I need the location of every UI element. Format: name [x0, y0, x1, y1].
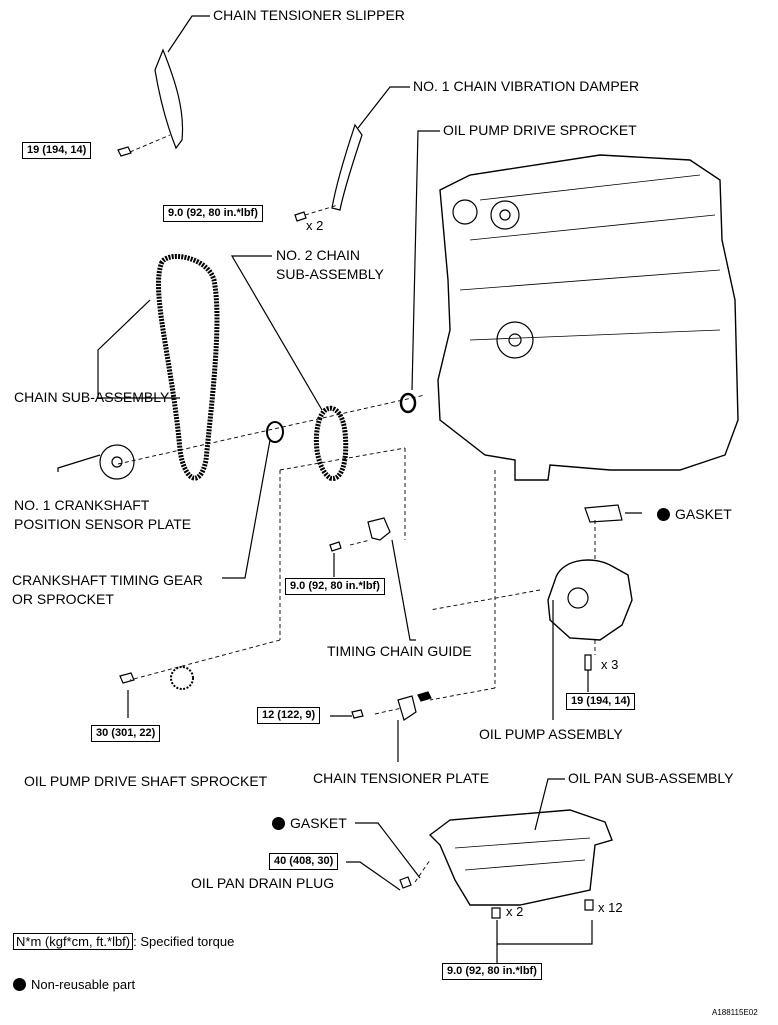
- non-reusable-dot-icon: [13, 978, 26, 991]
- label-no1-chain-vibration-damper: NO. 1 CHAIN VIBRATION DAMPER: [413, 78, 640, 94]
- oil-pump-drive-sprocket-shape: [399, 392, 417, 414]
- torque-slipper: 19 (194, 14): [22, 142, 92, 159]
- label-gasket-bottom: GASKET: [272, 815, 347, 832]
- label-chain-tensioner-slipper: CHAIN TENSIONER SLIPPER: [213, 7, 405, 23]
- label-crank-sensor-line2: POSITION SENSOR PLATE: [14, 516, 192, 532]
- gasket-top-shape: [584, 504, 623, 523]
- legend-non-reusable-text: Non-reusable part: [31, 977, 136, 992]
- slipper-shape: [154, 48, 184, 150]
- reference-code: A188115E02: [712, 1008, 758, 1017]
- leader-damper: [357, 86, 410, 129]
- leader-guide: [391, 539, 416, 641]
- multiplier-damper: x 2: [306, 218, 324, 233]
- leader-oil-pump-drive-sprocket: [411, 130, 440, 391]
- leader-crank-gear: [222, 439, 271, 579]
- label-gasket-top: GASKET: [657, 506, 732, 523]
- oil-pan-shape: [428, 809, 613, 906]
- torque-tensioner-plate: 12 (122, 9): [257, 707, 321, 724]
- oil-pump-assembly-shape: [547, 559, 633, 641]
- chain-sub-assembly-shape: [155, 253, 220, 481]
- multiplier-oil-pump: x 3: [601, 657, 619, 672]
- gasket-bottom-text: GASKET: [290, 815, 347, 831]
- torque-guide: 9.0 (92, 80 in.*lbf): [285, 578, 385, 595]
- label-chain-tensioner-plate: CHAIN TENSIONER PLATE: [313, 770, 490, 786]
- tensioner-plate-shape: [397, 695, 417, 721]
- leader-oilpan-bolts: [496, 920, 593, 945]
- label-no2-chain-line2: SUB-ASSEMBLY: [276, 266, 384, 282]
- label-crank-gear-line1: CRANKSHAFT TIMING GEAR: [12, 572, 203, 588]
- legend-non-reusable: Non-reusable part: [13, 976, 135, 993]
- legend-torque-desc: : Specified torque: [133, 934, 235, 949]
- label-oil-pan-drain-plug: OIL PAN DRAIN PLUG: [191, 875, 335, 891]
- torque-oil-pan: 9.0 (92, 80 in.*lbf): [442, 963, 542, 980]
- legend-torque: N*m (kgf*cm, ft.*lbf): Specified torque: [13, 933, 234, 950]
- leader-slipper: [167, 15, 210, 53]
- leader-oil-pan: [534, 778, 565, 831]
- torque-oil-pump: 19 (194, 14): [566, 693, 636, 710]
- legend-torque-unit: N*m (kgf*cm, ft.*lbf): [13, 933, 134, 950]
- label-oil-pump-drive-sprocket: OIL PUMP DRIVE SPROCKET: [443, 122, 637, 138]
- non-reusable-dot-icon: [657, 508, 670, 521]
- torque-drain-plug: 40 (408, 30): [269, 853, 339, 870]
- torque-drive-shaft-sprocket: 30 (301, 22): [91, 725, 161, 742]
- label-oil-pan-sub-assembly: OIL PAN SUB-ASSEMBLY: [568, 770, 734, 786]
- leader-drain-plug: [346, 861, 401, 891]
- gasket-top-text: GASKET: [675, 506, 732, 522]
- leader-crank-sensor: [57, 454, 101, 472]
- label-crank-gear-line2: OR SPROCKET: [12, 591, 114, 607]
- multiplier-oil-pan-b: x 12: [598, 900, 623, 915]
- label-oil-pump-drive-shaft-sprocket: OIL PUMP DRIVE SHAFT SPROCKET: [24, 773, 268, 789]
- label-no2-chain-line1: NO. 2 CHAIN: [276, 247, 361, 263]
- no2-chain-shape: [313, 405, 349, 481]
- label-timing-chain-guide: TIMING CHAIN GUIDE: [327, 643, 472, 659]
- leader-chain-sub-assembly: [97, 299, 180, 399]
- crank-gear-shape: [266, 421, 284, 443]
- non-reusable-dot-icon: [272, 817, 285, 830]
- multiplier-oil-pan-a: x 2: [506, 904, 524, 919]
- label-crank-sensor-line1: NO. 1 CRANKSHAFT: [14, 497, 150, 513]
- damper-shape: [331, 123, 363, 211]
- label-oil-pump-assembly: OIL PUMP ASSEMBLY: [479, 726, 623, 742]
- drive-shaft-sprocket-shape: [170, 666, 194, 690]
- crank-sensor-plate-shape: [99, 444, 135, 480]
- leader-gasket-bottom: [355, 822, 421, 879]
- timing-chain-guide-shape: [367, 517, 391, 541]
- torque-damper: 9.0 (92, 80 in.*lbf): [163, 205, 263, 222]
- label-chain-sub-assembly: CHAIN SUB-ASSEMBLY: [14, 389, 170, 405]
- leader-no2-chain: [230, 255, 323, 411]
- engine-block-shape: [437, 154, 739, 481]
